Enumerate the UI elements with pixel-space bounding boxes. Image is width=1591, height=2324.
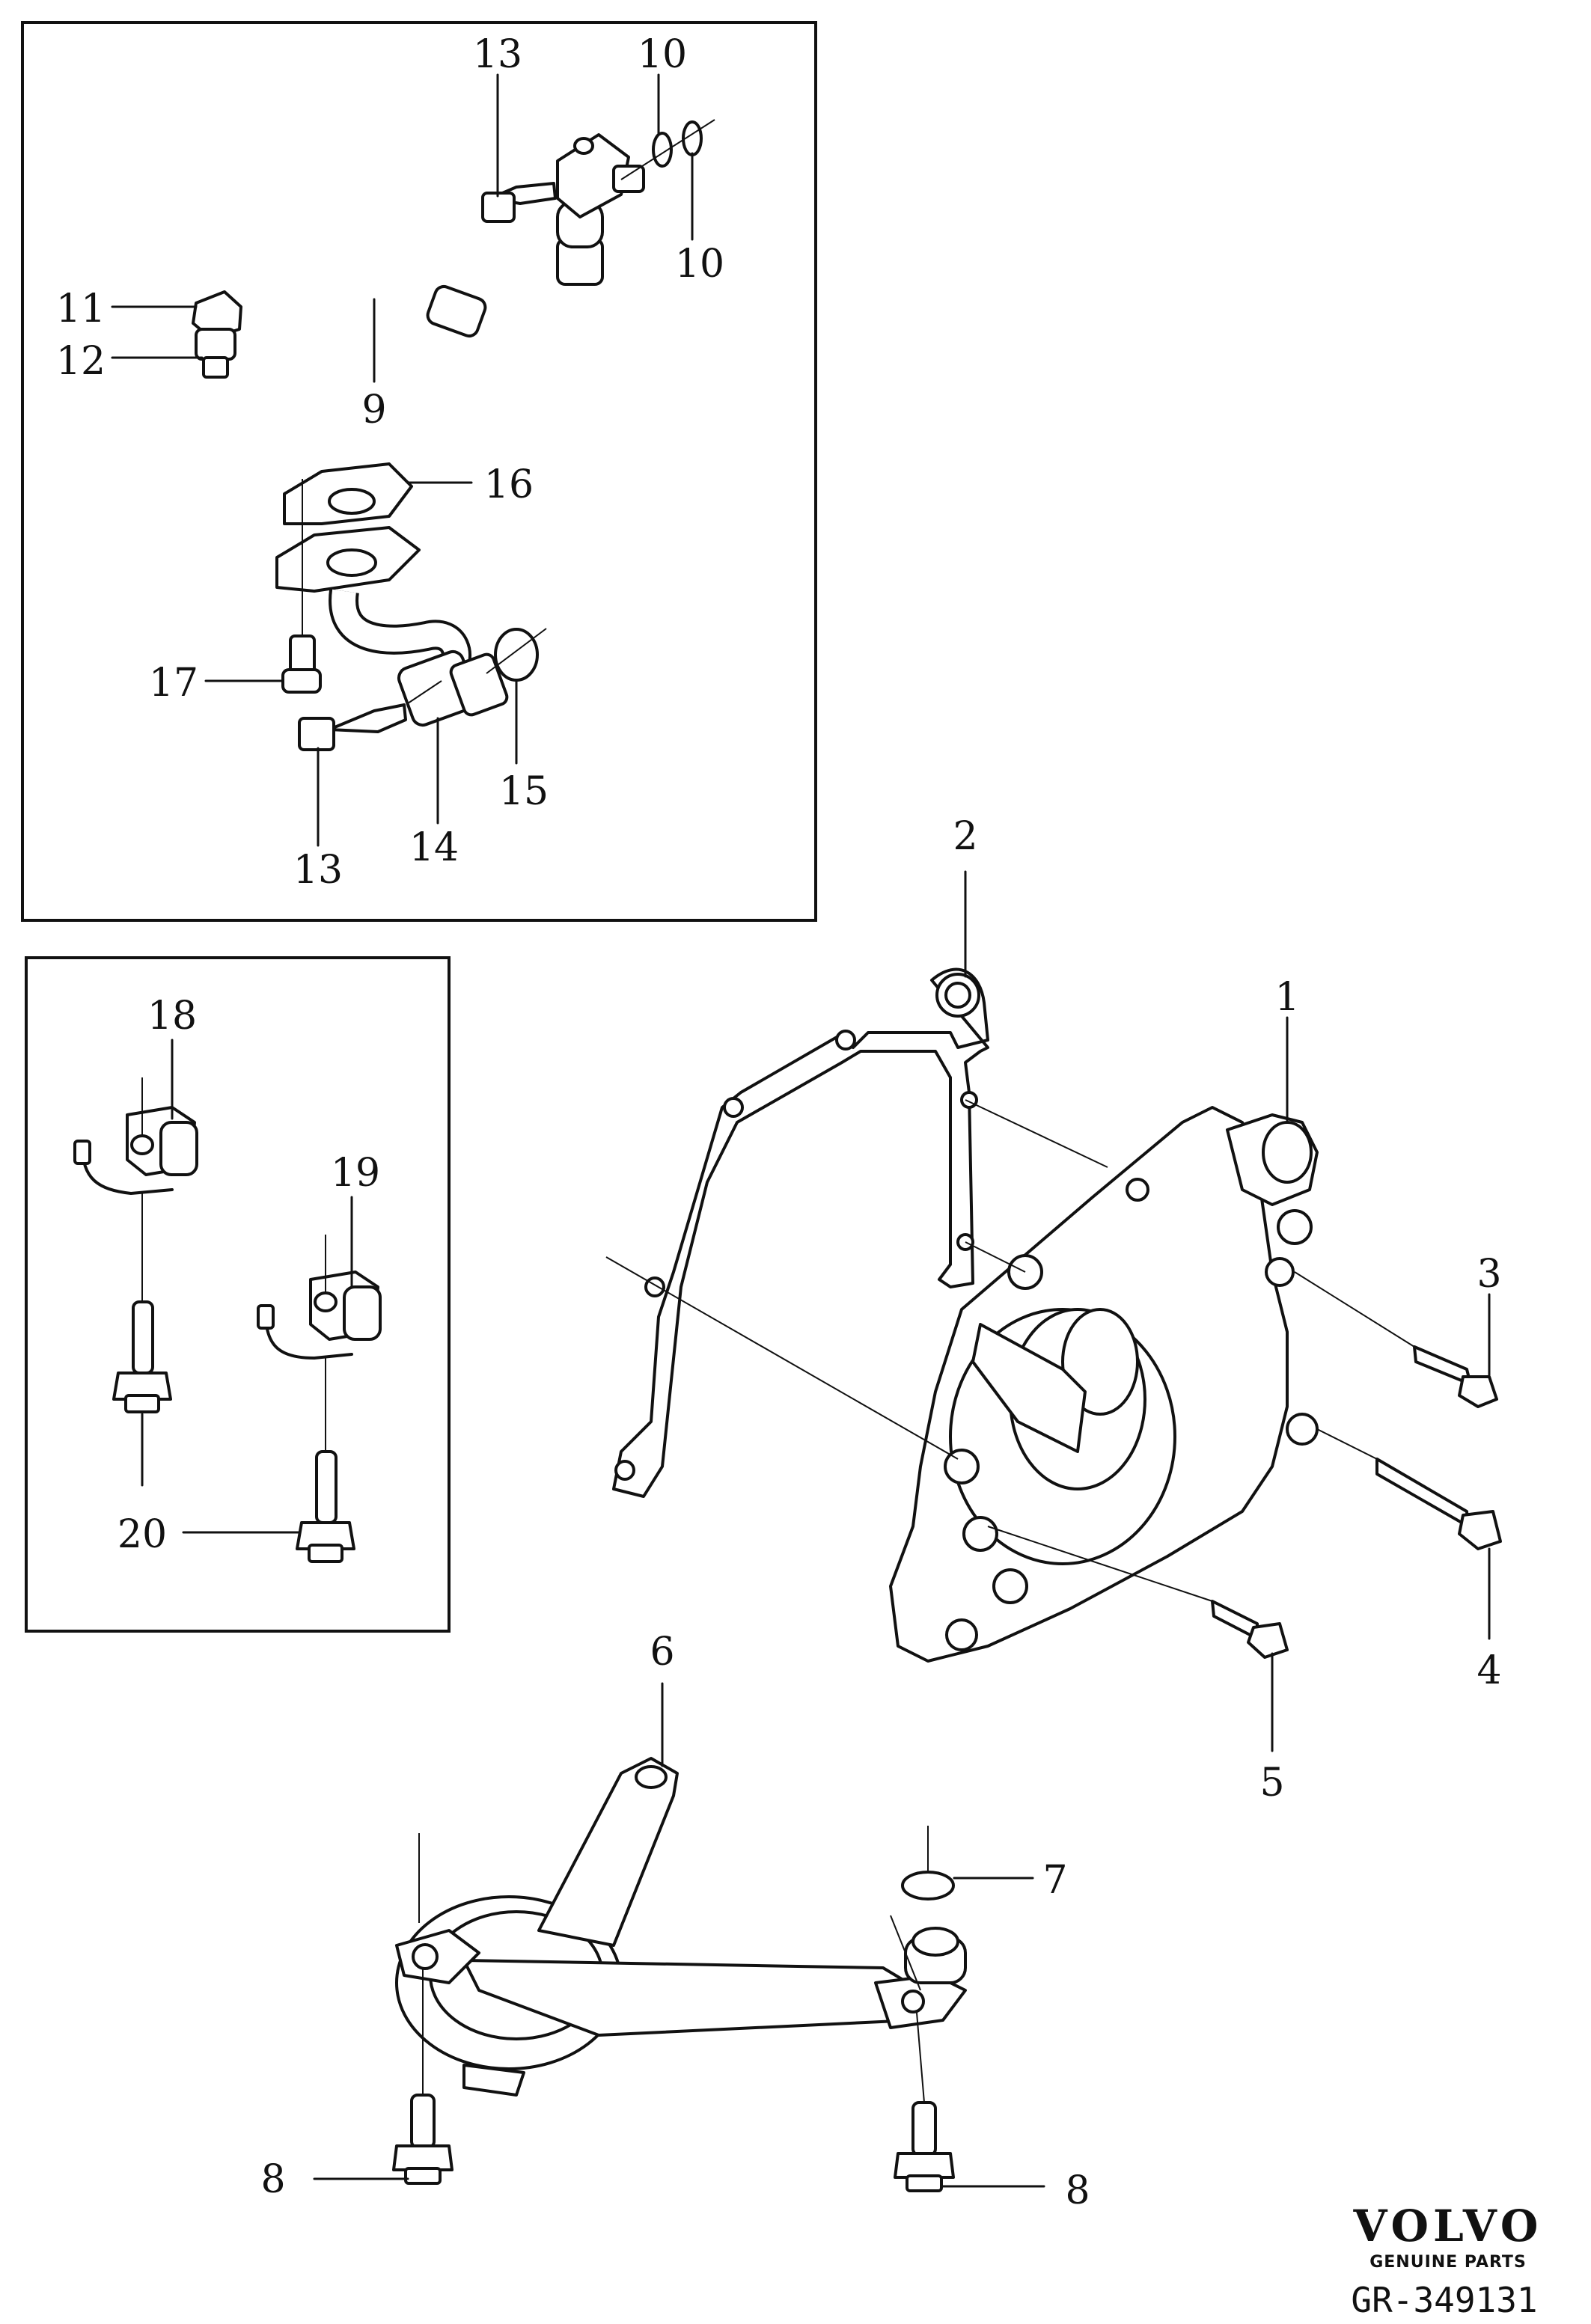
volvo-brand-block: VOLVO GENUINE PARTS GR-349131 [1351, 2201, 1543, 2320]
oil-feed-pipe [192, 133, 645, 379]
callout-8-left: 8 [260, 2157, 285, 2202]
leaders-inset-1 [111, 73, 694, 847]
callout-4: 4 [1477, 1648, 1501, 1693]
callout-13-top: 13 [473, 32, 522, 77]
callout-3: 3 [1477, 1252, 1501, 1297]
gasket-2 [612, 967, 989, 1498]
callout-1: 1 [1274, 975, 1299, 1020]
bolt-5 [1211, 1600, 1289, 1659]
bolt-13-upper [481, 182, 557, 223]
callout-5: 5 [1259, 1761, 1284, 1805]
genuine-parts-text: GENUINE PARTS [1369, 2253, 1527, 2272]
callout-14: 14 [409, 825, 459, 870]
callout-15: 15 [499, 769, 549, 814]
seal-15 [494, 628, 539, 682]
leaders-inset-2 [141, 1039, 353, 1534]
bolt-3 [1413, 1345, 1498, 1408]
callout-16: 16 [484, 462, 534, 507]
oil-return-pipe [275, 462, 509, 727]
inset-frame-nozzles [25, 956, 451, 1633]
volvo-logo-text: VOLVO [1353, 2201, 1543, 2251]
drawing-reference: GR-349131 [1351, 2280, 1537, 2320]
callout-9: 9 [361, 388, 386, 432]
callout-7: 7 [1042, 1858, 1067, 1903]
callout-19: 19 [331, 1151, 380, 1196]
callout-10-bottom: 10 [675, 242, 724, 287]
callout-13-bottom: 13 [293, 848, 343, 893]
callout-17: 17 [149, 661, 198, 706]
bolt-13-lower [298, 680, 442, 751]
leaders-main [313, 870, 1491, 2188]
seal-7 [901, 1871, 955, 1901]
callout-11: 11 [56, 287, 106, 331]
piston-cooling-nozzle-18 [73, 1077, 198, 1413]
callout-18: 18 [147, 994, 197, 1039]
bolt-17 [281, 479, 322, 694]
callout-8-right: 8 [1065, 2168, 1090, 2213]
callout-12: 12 [56, 339, 106, 384]
callout-labels: 1 2 3 4 5 6 7 8 8 9 10 10 11 12 13 13 14… [56, 32, 1502, 2213]
inset-frame-oil-pipes [21, 21, 817, 922]
oil-pickup-pipe-6 [395, 1757, 967, 2097]
bolt-8-right [890, 1915, 955, 2192]
oil-pump-1 [889, 1106, 1319, 1663]
callout-6: 6 [650, 1630, 674, 1675]
callout-2: 2 [953, 814, 977, 859]
callout-20: 20 [117, 1512, 167, 1557]
bolt-4 [1375, 1458, 1502, 1550]
callout-10-top: 10 [638, 32, 687, 77]
seal-10-a [652, 132, 673, 168]
bolt-8-left [392, 1833, 454, 2185]
explode-lines-main [605, 1099, 1415, 1602]
piston-cooling-nozzle-19 [257, 1235, 382, 1563]
